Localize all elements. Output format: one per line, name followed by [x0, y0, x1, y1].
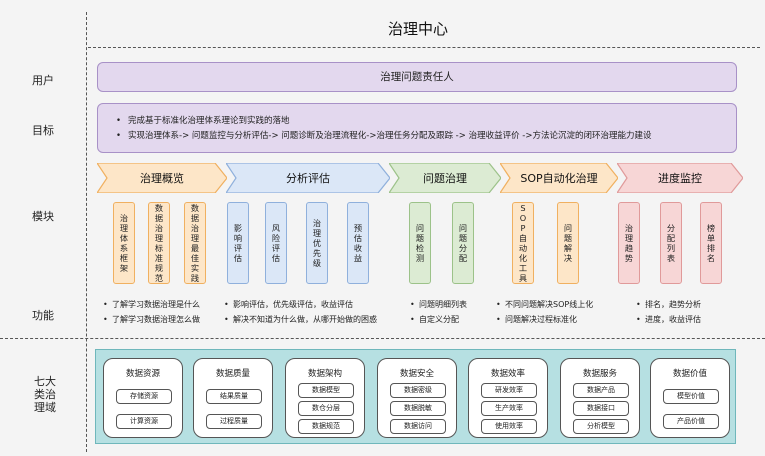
module-header-analysis: 分析评估 [226, 163, 390, 193]
domain-card-security: 数据安全 数据密级 数据脱敏 数据访问 [377, 358, 457, 438]
domain-item: 数据脱敏 [390, 401, 446, 416]
domain-item: 过程质量 [206, 414, 262, 429]
module-card: 数据治理最佳实践 [184, 202, 206, 284]
domain-title: 数据效率 [490, 369, 525, 379]
function-item: 解决不知道为什么做，从哪开始做的困惑 [224, 312, 377, 327]
owner-bar: 治理问题责任人 [97, 62, 737, 92]
module-card: 治理趋势 [618, 202, 640, 284]
page-title: 治理中心 [387, 20, 448, 38]
domain-item: 数据模型 [298, 383, 354, 398]
domain-title: 数据架构 [307, 369, 342, 379]
module-card: 治理优先级 [306, 202, 328, 284]
module-header-progress: 进度监控 [617, 163, 743, 193]
domain-item: 使用效率 [481, 419, 537, 434]
module-card: 数据治理标准规范 [148, 202, 170, 284]
domain-card-resource: 数据资源 存储资源 计算资源 [103, 358, 183, 438]
goal-item: 完成基于标准化治理体系理论到实践的落地 [116, 114, 736, 129]
module-card: 问题检测 [409, 202, 431, 284]
domain-card-quality: 数据质量 结果质量 过程质量 [193, 358, 273, 438]
domain-card-architecture: 数据架构 数据模型 数仓分层 数据规范 [285, 358, 365, 438]
domain-item: 结果质量 [206, 389, 262, 404]
domain-title: 数据价值 [672, 369, 707, 379]
domain-item: 模型价值 [663, 389, 719, 404]
function-item: 自定义分配 [410, 312, 467, 327]
row-label-module: 模块 [32, 210, 54, 223]
function-item: 问题明细列表 [410, 297, 467, 312]
function-list-analysis: 影响评估，优先级评估，收益评估 解决不知道为什么做，从哪开始做的困惑 [224, 297, 377, 327]
domain-title: 数据服务 [582, 369, 617, 379]
module-card: 影响评估 [227, 202, 249, 284]
goals-box: 完成基于标准化治理体系理论到实践的落地 实现治理体系-> 问题监控与分析评估->… [97, 103, 737, 153]
function-item: 问题解决过程标准化 [496, 312, 593, 327]
function-item: 了解学习数据治理怎么做 [103, 312, 200, 327]
module-card: 问题解决 [557, 202, 579, 284]
function-list-overview: 了解学习数据治理是什么 了解学习数据治理怎么做 [103, 297, 200, 327]
function-item: 进度，收益评估 [636, 312, 701, 327]
module-card: 榜单排名 [700, 202, 722, 284]
function-item: 了解学习数据治理是什么 [103, 297, 200, 312]
domain-title: 数据资源 [125, 369, 160, 379]
module-header-label: SOP自动化治理 [520, 172, 598, 185]
domain-item: 产品价值 [663, 414, 719, 429]
module-card: SOP自动化工具 [512, 202, 534, 284]
module-header-label: 问题治理 [423, 172, 467, 185]
row-label-user: 用户 [32, 74, 54, 87]
module-card: 治理体系框架 [113, 202, 135, 284]
function-list-sop: 不同问题解决SOP线上化 问题解决过程标准化 [496, 297, 593, 327]
module-header-label: 治理概览 [140, 172, 184, 185]
domain-item: 生产效率 [481, 401, 537, 416]
domain-item: 数据规范 [298, 419, 354, 434]
row-label-domains: 七大类治理域 [34, 375, 56, 414]
column-divider [86, 12, 87, 452]
module-card: 分配列表 [660, 202, 682, 284]
domain-item: 数据密级 [390, 383, 446, 398]
title-divider [88, 47, 760, 48]
domain-card-service: 数据服务 数据产品 数据接口 分析模型 [560, 358, 640, 438]
row-label-function: 功能 [32, 309, 54, 322]
domain-title: 数据安全 [399, 369, 434, 379]
row-label-goal: 目标 [32, 124, 54, 137]
domain-item: 分析模型 [573, 419, 629, 434]
module-header-sop: SOP自动化治理 [500, 163, 618, 193]
module-header-overview: 治理概览 [97, 163, 227, 193]
module-header-label: 进度监控 [658, 172, 702, 185]
domain-item: 数仓分层 [298, 401, 354, 416]
domain-title: 数据质量 [215, 369, 250, 379]
function-item: 排名，趋势分析 [636, 297, 701, 312]
function-item: 不同问题解决SOP线上化 [496, 297, 593, 312]
domain-item: 数据访问 [390, 419, 446, 434]
domain-item: 存储资源 [116, 389, 172, 404]
domain-card-efficiency: 数据效率 研发效率 生产效率 使用效率 [468, 358, 548, 438]
domain-card-value: 数据价值 模型价值 产品价值 [650, 358, 730, 438]
domain-item: 研发效率 [481, 383, 537, 398]
function-list-progress: 排名，趋势分析 进度，收益评估 [636, 297, 701, 327]
module-card: 风险评估 [265, 202, 287, 284]
function-list-issue: 问题明细列表 自定义分配 [410, 297, 467, 327]
goal-item: 实现治理体系-> 问题监控与分析评估-> 问题诊断及治理流程化->治理任务分配及… [116, 129, 736, 144]
function-item: 影响评估，优先级评估，收益评估 [224, 297, 377, 312]
section-divider [0, 338, 765, 339]
module-card: 预估收益 [347, 202, 369, 284]
domain-item: 数据产品 [573, 383, 629, 398]
module-header-label: 分析评估 [286, 172, 330, 185]
domain-item: 计算资源 [116, 414, 172, 429]
module-header-issue: 问题治理 [389, 163, 501, 193]
domain-item: 数据接口 [573, 401, 629, 416]
module-card: 问题分配 [452, 202, 474, 284]
